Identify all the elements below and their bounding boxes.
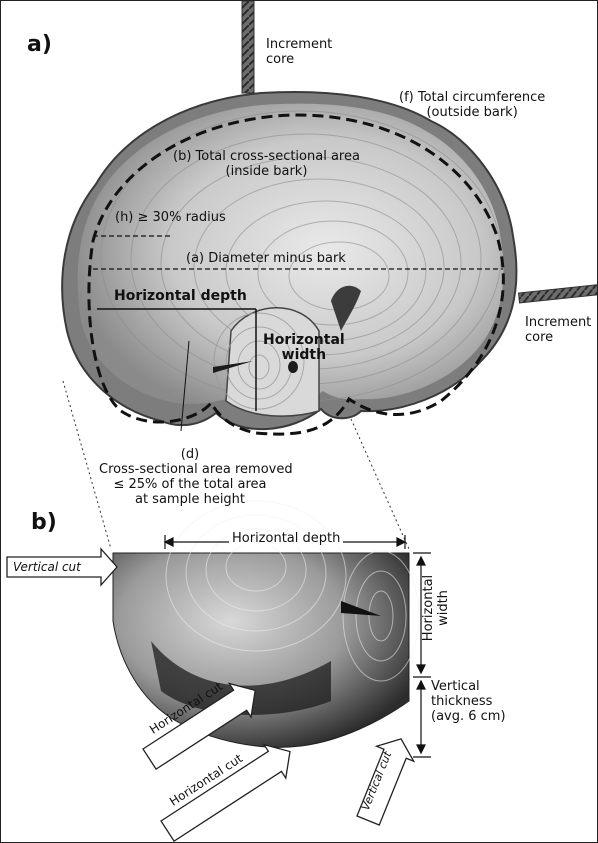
increment-core-right-label: Increment core	[525, 315, 591, 345]
vertical-cut-label-left: Vertical cut	[13, 560, 81, 575]
vertical-thickness-label: Vertical thickness (avg. 6 cm)	[431, 679, 506, 724]
total-circumference-label: (f) Total circumference (outside bark)	[399, 90, 545, 120]
panel-b-tag: b)	[31, 511, 57, 535]
horizontal-width-label-a: Horizontal width	[263, 333, 345, 363]
increment-core-top-label: Increment core	[266, 37, 332, 67]
cross-sectional-area-label: (b) Total cross-sectional area (inside b…	[173, 149, 360, 179]
diameter-label: (a) Diameter minus bark	[186, 251, 346, 266]
horizontal-depth-label-a: Horizontal depth	[114, 289, 247, 304]
panel-a-tag: a)	[27, 33, 52, 57]
horizontal-depth-label-b: Horizontal depth	[229, 531, 343, 546]
increment-core-right	[518, 285, 598, 303]
horizontal-width-label-b: Horizontal width	[421, 573, 451, 643]
area-removed-label: (d) Cross-sectional area removed ≤ 25% o…	[99, 447, 281, 507]
radius-label: (h) ≥ 30% radius	[115, 210, 226, 225]
increment-core-top	[242, 1, 254, 93]
